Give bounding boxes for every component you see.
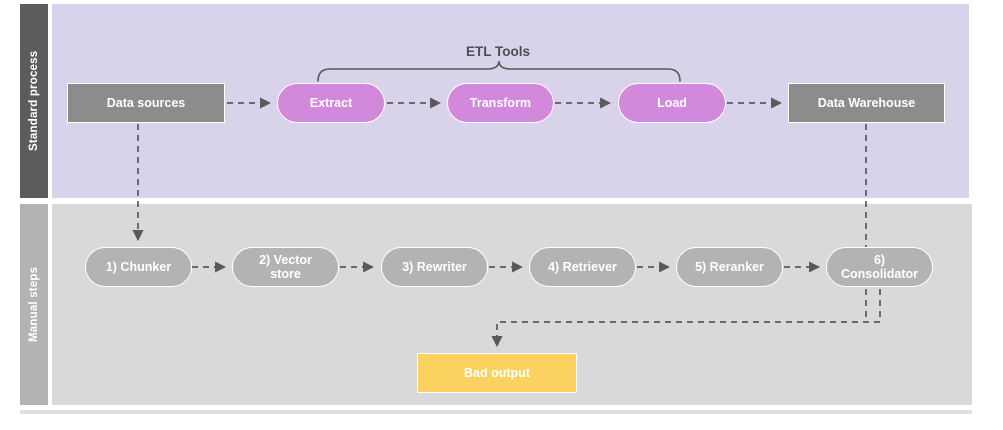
node-reranker[interactable]: 5) Reranker — [676, 247, 783, 287]
etl-tools-brace-icon — [317, 60, 681, 82]
node-consolidator[interactable]: 6)Consolidator — [826, 247, 933, 287]
etl-tools-label: ETL Tools — [466, 44, 530, 59]
lane-label-manual-steps: Manual steps — [20, 204, 48, 405]
node-extract[interactable]: Extract — [277, 83, 385, 123]
node-bad-output[interactable]: Bad output — [417, 353, 577, 393]
node-retriever[interactable]: 4) Retriever — [529, 247, 636, 287]
lane-label-standard-process: Standard process — [20, 4, 48, 198]
node-load[interactable]: Load — [618, 83, 726, 123]
node-transform[interactable]: Transform — [447, 83, 554, 123]
node-data-sources[interactable]: Data sources — [67, 83, 225, 123]
node-data-warehouse[interactable]: Data Warehouse — [788, 83, 945, 123]
node-chunker[interactable]: 1) Chunker — [85, 247, 192, 287]
node-rewriter[interactable]: 3) Rewriter — [381, 247, 488, 287]
bottom-divider — [20, 410, 972, 414]
